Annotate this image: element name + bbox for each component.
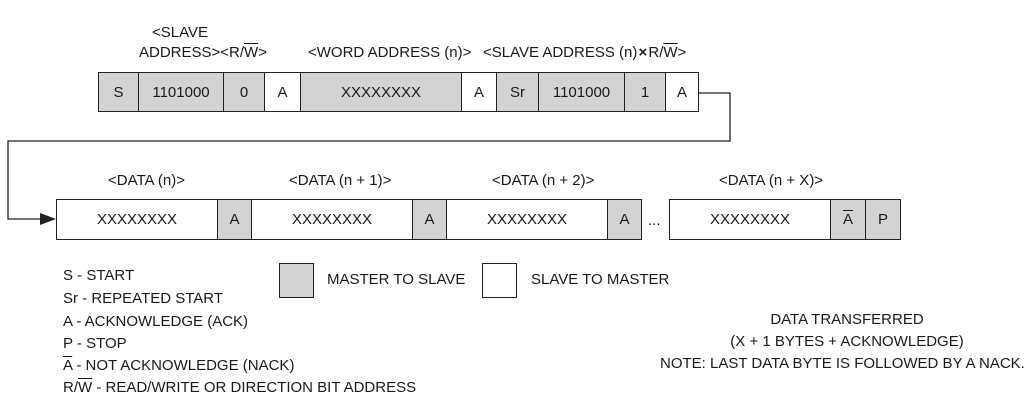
key-slave-to-master: SLAVE TO MASTER: [531, 271, 670, 288]
cell-ack: A: [412, 199, 447, 240]
cell-ack: A: [665, 72, 699, 112]
note-data-transferred: DATA TRANSFERRED: [770, 311, 924, 328]
legend-repeated-start: Sr - REPEATED START: [63, 290, 224, 307]
cell-ack: A: [607, 199, 642, 240]
key-swatch-master: [279, 263, 314, 298]
label-data-n-plus-x: <DATA (n + X)>: [719, 172, 824, 189]
arrowhead-icon: [40, 213, 56, 225]
note-bytes: (X + 1 BYTES + ACKNOWLEDGE): [730, 333, 964, 350]
note-nack: NOTE: LAST DATA BYTE IS FOLLOWED BY A NA…: [660, 355, 1025, 372]
legend-rw: R/W - READ/WRITE OR DIRECTION BIT ADDRES…: [63, 379, 417, 396]
label-word-address: <WORD ADDRESS (n)>: [308, 44, 472, 61]
cell-data-byte: XXXXXXXX: [251, 199, 413, 240]
cell-data-byte: XXXXXXXX: [56, 199, 218, 240]
cell-start: S: [98, 72, 139, 112]
cell-ack: A: [264, 72, 301, 112]
label-data-n-plus-2: <DATA (n + 2)>: [492, 172, 595, 189]
cell-ack: A: [461, 72, 497, 112]
cell-repeated-start: Sr: [496, 72, 539, 112]
label-slave-line1: <SLAVE: [151, 24, 208, 41]
cell-rw-write: 0: [223, 72, 265, 112]
cell-nack: A: [830, 199, 866, 240]
key-master-to-slave: MASTER TO SLAVE: [327, 271, 466, 288]
legend-start: S - START: [63, 267, 135, 284]
cell-data-byte: XXXXXXXX: [669, 199, 831, 240]
label-data-n-plus-1: <DATA (n + 1)>: [289, 172, 392, 189]
cell-ack: A: [217, 199, 252, 240]
row-wrap-connector: [7, 92, 731, 220]
cell-rw-read: 1: [624, 72, 666, 112]
cell-slave-address: 1101000: [538, 72, 625, 112]
cell-word-address: XXXXXXXX: [300, 72, 462, 112]
cell-slave-address: 1101000: [138, 72, 224, 112]
legend-stop: P - STOP: [63, 335, 127, 352]
label-slave-address-n: <SLAVE ADDRESS (n)×R/W>: [483, 44, 687, 61]
cell-data-byte: XXXXXXXX: [446, 199, 608, 240]
key-swatch-slave: [482, 263, 517, 298]
cell-stop: P: [865, 199, 901, 240]
legend-ack: A - ACKNOWLEDGE (ACK): [63, 313, 249, 330]
legend-nack: A - NOT ACKNOWLEDGE (NACK): [63, 357, 295, 374]
label-data-n: <DATA (n)>: [108, 172, 185, 189]
ellipsis: ...: [648, 212, 661, 229]
label-slave-address: ADDRESS><R/W>: [139, 44, 267, 61]
